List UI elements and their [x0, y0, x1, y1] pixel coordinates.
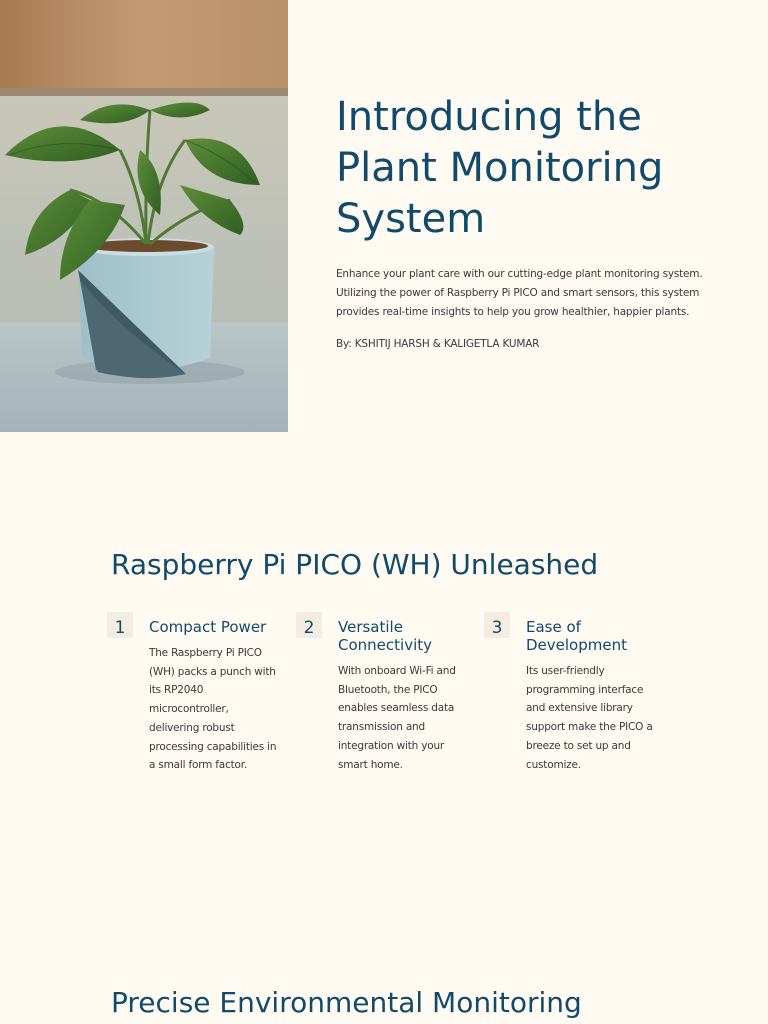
hero-section: Introducing the Plant Monitoring System … [336, 92, 716, 352]
hero-plant-photo [0, 0, 288, 432]
authors-line: By: KSHITIJ HARSH & KALIGETLA KUMAR [336, 338, 540, 350]
feature-text: The Raspberry Pi PICO (WH) packs a punch… [149, 647, 277, 772]
feature-title: Ease of Development [526, 618, 627, 654]
feature-text: Its user-friendly programming interface … [526, 665, 653, 771]
feature-number-badge: 1 [107, 612, 133, 638]
feature-number-badge: 3 [484, 612, 510, 638]
potted-plant-image [0, 0, 288, 432]
page-title: Introducing the Plant Monitoring System [336, 94, 664, 242]
feature-title: Versatile Connectivity [338, 618, 432, 654]
feature-text: With onboard Wi-Fi and Bluetooth, the PI… [338, 665, 456, 771]
hero-description: Enhance your plant care with our cutting… [336, 268, 703, 318]
monitoring-section-title: Precise Environmental Monitoring [111, 986, 582, 1019]
pico-section-title: Raspberry Pi PICO (WH) Unleashed [111, 548, 599, 581]
feature-number-badge: 2 [296, 612, 322, 638]
feature-title: Compact Power [149, 618, 267, 636]
